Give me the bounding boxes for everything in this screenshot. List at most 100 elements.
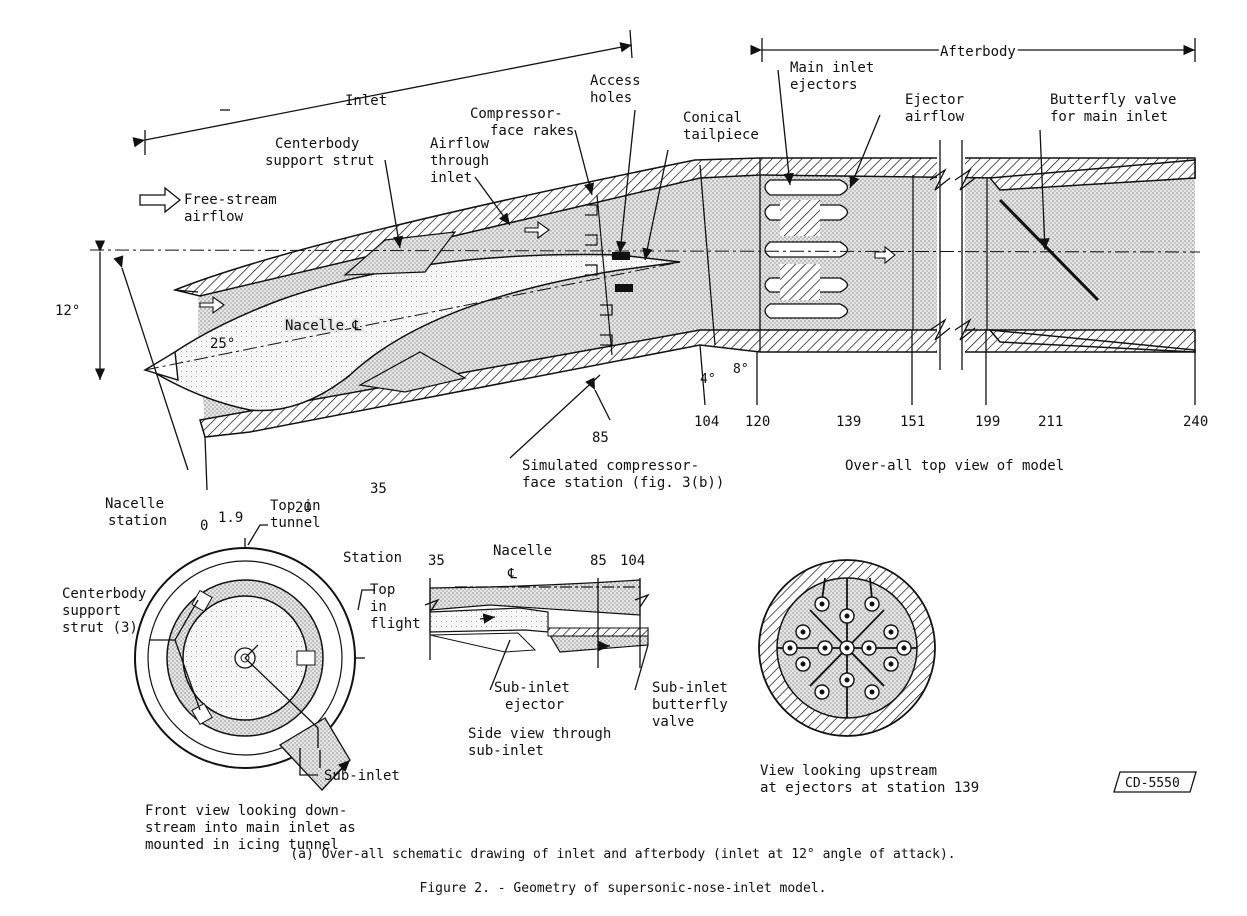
angle-12-label: 12° [55,303,80,319]
access-hole-1 [612,252,630,260]
sub-inlet-butterfly-line1: Sub-inlet [652,680,728,696]
compressor-rakes-label: Compressor-face rakes [470,106,574,139]
front-view-caption-line1: Front view looking down- [145,803,347,819]
break-marks [929,140,976,370]
free-stream-arrow [139,186,182,214]
station-1-9: 1.9 [218,510,243,526]
subcaption: (a) Over-all schematic drawing of inlet … [290,847,955,862]
afterbody-upper-wall [988,159,1196,191]
simulated-station-label: Simulated compressor-face station (fig. … [522,458,724,491]
free-stream-line2: airflow [184,209,244,225]
station-0: 0 [200,518,208,534]
front-view-caption-line2: stream into main inlet as [145,820,356,836]
station-35: 35 [370,481,387,497]
top-in-tunnel-line2: tunnel [270,515,321,531]
nacelle-station-line2: station [108,513,167,529]
sub-inlet-ejector-line1: Sub-inlet [494,680,570,696]
access-hole-2 [615,284,633,292]
sub-inlet-label: Sub-inlet [324,768,400,784]
side-view-caption-line1: Side view through [468,726,611,742]
sub-inlet-ejector-line2: ejector [505,697,564,713]
station-211: 211 [1038,414,1063,430]
simulated-station-line2: face station (fig. 3(b)) [522,475,724,491]
angle-4-label: 4° [700,372,716,387]
nacelle-centerline [144,261,681,371]
station-labels: 0 1.9 20 35 85 104 120 139 151 199 211 2… [200,414,1208,534]
butterfly-valve [998,198,1100,302]
station-104: 104 [694,414,719,430]
cd-number: CD-5550 [1125,776,1180,791]
airflow-arrow [524,220,550,240]
centerbody-strut-line2: support strut [265,153,375,169]
side-station-85: 85 [590,553,607,569]
free-stream-line1: Free-stream [184,192,277,208]
simulated-station-line1: Simulated compressor- [522,458,699,474]
front-view-caption-line3: mounted in icing tunnel [145,837,339,853]
station-151: 151 [900,414,925,430]
side-view [424,578,650,691]
centerbody-strut-line1: Centerbody [275,136,359,152]
station-199: 199 [975,414,1000,430]
side-nacelle-label: Nacelle [493,543,552,559]
compressor-rakes-line1: Compressor- [470,106,563,122]
nacelle-cl-label: Nacelle ℄ [285,318,361,334]
centerbody-strut-upper [343,231,457,276]
ejector-airflow-line1: Ejector [905,92,964,108]
side-station-label: Station [343,550,402,566]
main-ejectors-line1: Main inlet [790,60,874,76]
ejector-airflow-line2: airflow [905,109,965,125]
station-120: 120 [745,414,770,430]
upstream-view-caption-line2: at ejectors at station 139 [760,780,979,796]
centerbody [148,253,681,412]
compressor-rakes-line2: face rakes [490,123,574,139]
top-in-flight-line2: in [370,599,387,615]
top-in-flight-line1: Top [370,582,395,598]
airflow-inlet-line2: through [430,153,489,169]
top-in-tunnel-line1: Top in [270,498,321,514]
cd-number-box: CD-5550 [1113,771,1197,793]
compressor-rakes [585,194,613,356]
sub-inlet-butterfly-line3: valve [652,714,694,730]
sub-inlet-butterfly-line2: butterfly [652,697,728,713]
airflow-inlet-line1: Airflow [430,136,490,152]
front-view-caption: Front view looking down-stream into main… [145,803,356,853]
access-holes-line1: Access [590,73,641,89]
main-inlet-ejectors [764,179,849,319]
angle-25-label: 25° [210,336,235,352]
top-in-flight-line3: flight [370,616,421,632]
centerbody-strut-3-line1: Centerbody [62,586,146,602]
side-view-caption-line2: sub-inlet [468,743,544,759]
station-139: 139 [836,414,861,430]
overall-top-view-label: Over-all top view of model [845,458,1064,474]
figure-caption: Figure 2. - Geometry of supersonic-nose-… [420,881,827,896]
centerbody-strut-lower [358,351,467,393]
side-cl-label: ℄ [507,566,517,582]
front-view [134,524,375,791]
airflow-inlet-line3: inlet [430,170,472,186]
butterfly-valve-line2: for main inlet [1050,109,1168,125]
inlet-flow-arrow [199,295,225,315]
top-view [89,29,1201,491]
angle-8-label: 8° [733,362,749,377]
upstream-view [758,559,936,737]
side-station-35: 35 [428,553,445,569]
afterbody-label: Afterbody [940,44,1016,60]
station-240: 240 [1183,414,1208,430]
centerbody-strut-3-line2: support [62,603,121,619]
inlet-label: Inlet [345,93,387,109]
